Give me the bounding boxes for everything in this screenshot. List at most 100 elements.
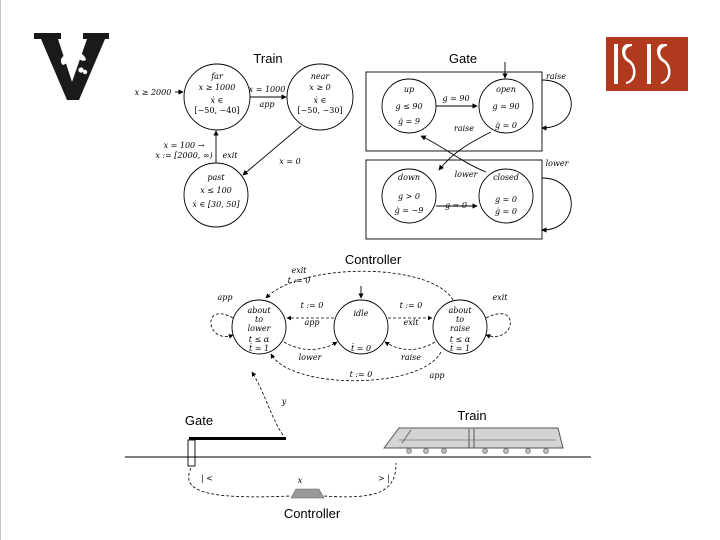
- reset-left-label: t := 0: [301, 301, 324, 310]
- wire-left: [188, 467, 292, 498]
- open-name: open: [496, 85, 516, 94]
- gate-barrier: [189, 437, 286, 440]
- app-mid-label: app: [304, 318, 319, 327]
- closed-name: closed: [493, 173, 519, 182]
- y-measure-arrow: [251, 371, 284, 436]
- state-down: [381, 168, 437, 224]
- train-body: [383, 427, 564, 454]
- state-open: [478, 78, 534, 134]
- atl-line1: about: [247, 306, 271, 315]
- open-invariant: g = 90: [492, 102, 519, 111]
- x-label: x: [298, 476, 303, 485]
- bottom-app-label: app: [429, 371, 444, 380]
- edge-gate-lower: [438, 131, 492, 171]
- edge-bottom-app: [270, 351, 442, 382]
- atr-rate: ṫ = 1: [450, 344, 470, 353]
- edge-app-self: [210, 313, 234, 339]
- wire-right: [323, 462, 397, 498]
- edge-exit-self: [485, 313, 511, 339]
- raise-edge-label: raise: [401, 353, 421, 362]
- right-mark: > |: [378, 474, 390, 483]
- vanderbilt-logo: [34, 33, 109, 100]
- up-rate: ġ = 9: [398, 117, 420, 126]
- atl-invariant: t ≤ α: [249, 335, 270, 344]
- gate-lower-self-label: lower: [546, 159, 570, 168]
- edge-up-open-guard: g = 90: [442, 94, 469, 103]
- down-name: down: [398, 173, 420, 182]
- far-rate-range: [−50, −40]: [194, 106, 239, 115]
- near-invariant: x ≥ 0: [309, 83, 330, 92]
- edge-near-past-guard: x = 0: [279, 157, 300, 166]
- atl-rate: ṫ = 1: [249, 344, 269, 353]
- oak-leaf-icon: [60, 41, 88, 78]
- edge-past-far-reset: x := [2000, ∞): [155, 151, 212, 160]
- edge-far-near-guard: x = 1000: [249, 85, 286, 94]
- atl-line2: to: [255, 315, 263, 324]
- gate-upper-box: [365, 71, 543, 152]
- up-name: up: [404, 85, 414, 94]
- v-letter-shape: [34, 33, 109, 100]
- lower-edge-label: lower: [299, 353, 323, 362]
- closed-rate: ġ = 0: [495, 207, 517, 216]
- edge-gate-raise-self: [541, 79, 572, 131]
- state-about-to-lower: [231, 299, 287, 355]
- past-rate: ẋ ∈ [30, 50]: [192, 200, 240, 209]
- down-rate: ġ = −9: [395, 206, 424, 215]
- edge-gate-raise: [420, 135, 487, 173]
- bottom-reset-label: t := 0: [350, 370, 373, 379]
- exit-self-label: exit: [492, 293, 508, 302]
- gate-lower-box: [365, 159, 543, 240]
- atr-line3: raise: [450, 324, 470, 333]
- edge-gate-lower-self: [541, 177, 572, 233]
- closed-invariant: g = 0: [495, 195, 517, 204]
- top-exit-label: exit: [291, 266, 307, 275]
- past-invariant: x ≤ 100: [200, 186, 232, 195]
- idle-name: idle: [354, 309, 369, 318]
- controller-automaton: about to lower t ≤ α ṫ = 1 idle ṫ = 0 ab…: [210, 266, 511, 382]
- edge-top-exit: [265, 270, 454, 301]
- controller-box: [290, 488, 325, 499]
- crossing-scene: Gate Train Controller y x | < > |: [125, 371, 591, 521]
- edge-gate-lower-label: lower: [455, 170, 479, 179]
- edge-raise-to-idle: [384, 341, 436, 350]
- atr-invariant: t ≤ α: [450, 335, 471, 344]
- edge-far-near-event: app: [259, 100, 274, 109]
- state-about-to-raise: [432, 299, 488, 355]
- up-invariant: g ≤ 90: [395, 102, 422, 111]
- atr-line1: about: [448, 306, 472, 315]
- gate-raise-self-label: raise: [546, 72, 566, 81]
- exit-mid-label: exit: [403, 318, 419, 327]
- near-rate-range: [−50, −30]: [297, 106, 342, 115]
- edge-near-past: [242, 125, 302, 176]
- edge-past-far-event: exit: [222, 151, 238, 160]
- controller-title: Controller: [345, 252, 402, 267]
- y-label: y: [281, 397, 287, 406]
- far-invariant: x ≥ 1000: [199, 83, 236, 92]
- scene-train-title: Train: [457, 408, 486, 423]
- past-name: past: [207, 173, 225, 182]
- far-rate: ẋ ∈: [211, 96, 224, 105]
- train-initial-condition: x ≥ 2000: [135, 88, 172, 97]
- state-closed: [478, 168, 534, 224]
- near-rate: ẋ ∈: [314, 96, 327, 105]
- app-self-label: app: [217, 293, 232, 302]
- gate-post: [187, 439, 196, 467]
- down-invariant: g > 0: [398, 192, 420, 201]
- open-rate: ġ = 0: [495, 121, 517, 130]
- edge-gate-raise-label: raise: [454, 124, 474, 133]
- edge-lower-to-idle: [283, 341, 338, 350]
- gate-title: Gate: [449, 51, 477, 66]
- left-mark: | <: [201, 474, 213, 483]
- state-near: [286, 63, 354, 131]
- atr-line2: to: [456, 315, 464, 324]
- edge-down-closed-guard: g = 0: [445, 201, 467, 210]
- gate-automaton: up g ≤ 90 ġ = 9 open g = 90 ġ = 0 down g…: [365, 62, 572, 240]
- scene-gate-title: Gate: [185, 413, 213, 428]
- state-idle: [333, 299, 389, 355]
- train-automaton: far x ≥ 1000 ẋ ∈ [−50, −40] near x ≥ 0 ẋ…: [135, 63, 354, 228]
- atl-line3: lower: [248, 324, 272, 333]
- reset-right-label: t := 0: [400, 301, 423, 310]
- train-title: Train: [253, 51, 282, 66]
- top-reset-label: t := 0: [288, 276, 311, 285]
